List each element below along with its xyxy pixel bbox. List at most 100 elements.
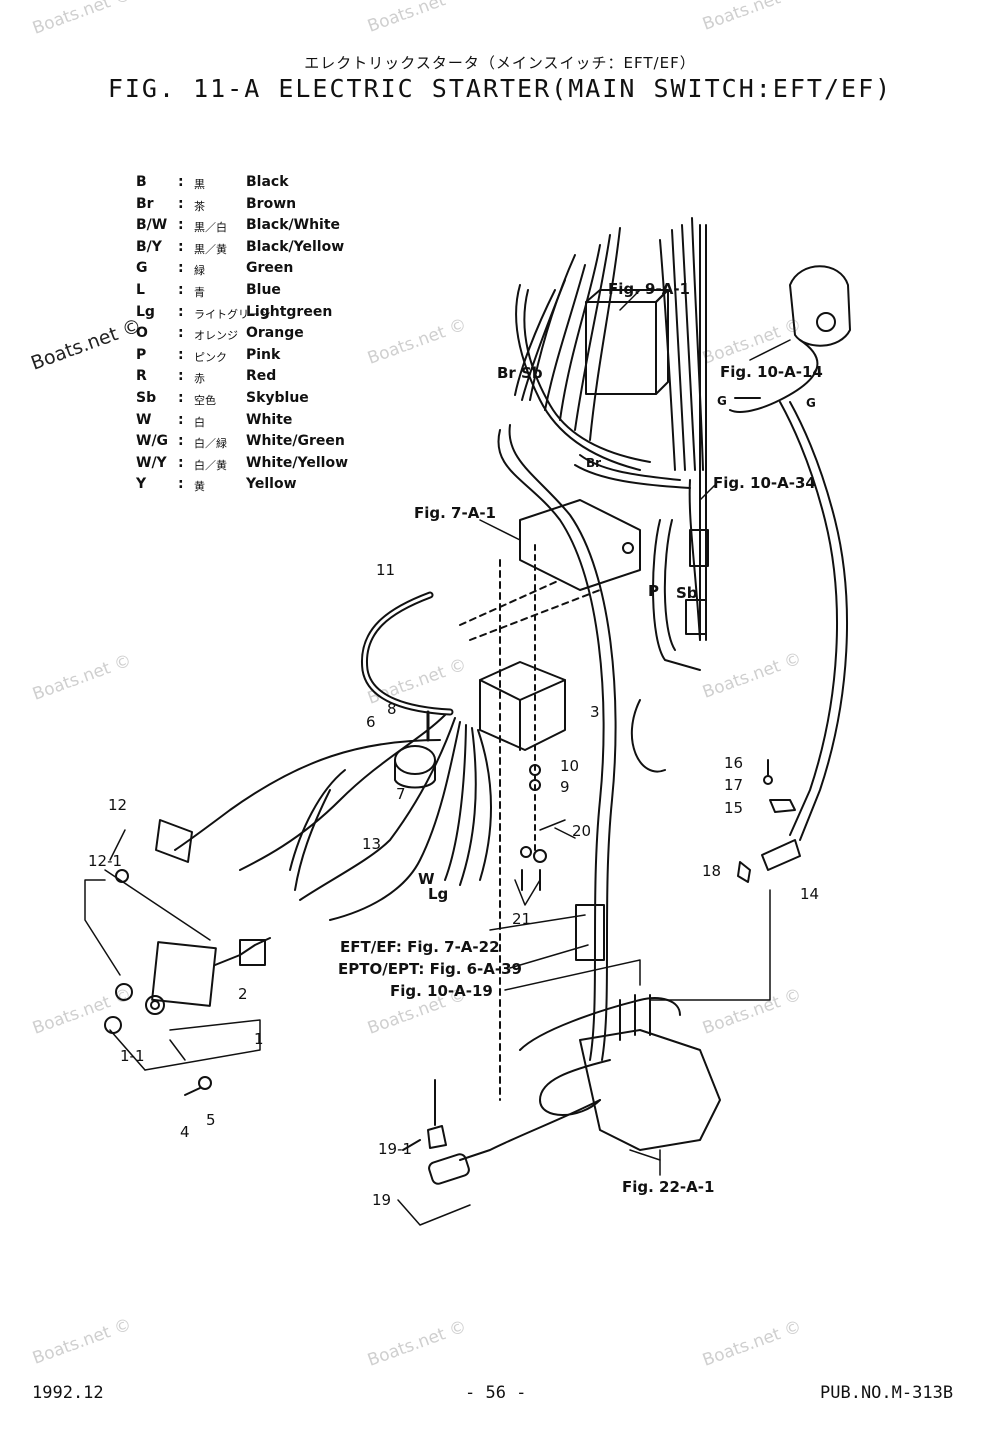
legend-color-name: Skyblue: [246, 389, 309, 406]
legend-code: O: [136, 325, 148, 342]
japanese-title: エレクトリックスタータ（メインスイッチ：EFT/EF）: [304, 54, 696, 72]
wire-label-sb: Sb: [676, 584, 698, 602]
legend-color-name: Lightgreen: [246, 303, 333, 320]
wire-label-w: W: [418, 870, 435, 888]
legend-code: G: [136, 260, 148, 277]
legend-color-name: Black/White: [246, 217, 341, 234]
legend-japanese: 空色: [194, 393, 216, 407]
ref-fig-10-a-14: Fig. 10-A-14: [720, 363, 823, 381]
legend-code: P: [136, 346, 147, 363]
part-number: 18: [702, 862, 722, 880]
legend-japanese: 白: [194, 415, 205, 429]
legend-color-name: Blue: [246, 281, 281, 298]
legend-code: L: [136, 281, 145, 298]
footer-date: 1992.12: [32, 1383, 104, 1403]
legend-color-name: White/Green: [246, 433, 345, 450]
legend-code: Sb: [136, 389, 157, 406]
legend-colon: :: [178, 346, 184, 363]
legend-colon: :: [178, 303, 184, 320]
part-number: 8: [387, 700, 397, 718]
part-number: 20: [572, 822, 592, 840]
legend-code: B/W: [136, 217, 168, 234]
legend-colon: :: [178, 433, 184, 450]
connector-14: [761, 839, 801, 871]
legend-color-name: Black/Yellow: [246, 238, 345, 255]
part-number: 15: [724, 799, 744, 817]
legend-japanese: オレンジ: [194, 329, 238, 343]
part-number: 19: [372, 1191, 392, 1209]
footer-page-number: - 56 -: [465, 1383, 527, 1403]
legend-code: W/G: [136, 433, 169, 450]
part-number: 6: [366, 713, 376, 731]
part-number: 10: [560, 757, 580, 775]
part-number: 16: [724, 754, 744, 772]
legend-colon: :: [178, 195, 184, 212]
part-number: 19-1: [378, 1140, 413, 1158]
legend-code: Br: [136, 195, 154, 212]
legend-color-name: White/Yellow: [246, 454, 349, 471]
ref-fig-10-a-34: Fig. 10-A-34: [713, 474, 816, 492]
wire-label-br: Br: [586, 456, 602, 470]
wire-label-g: G: [717, 394, 727, 408]
legend-colon: :: [178, 260, 184, 277]
legend-code: W/Y: [136, 454, 167, 471]
legend-japanese: 茶: [194, 199, 205, 213]
cdi-unit-box: [585, 301, 657, 395]
part-number: 12-1: [88, 852, 123, 870]
part-number: 1-1: [120, 1047, 145, 1065]
legend-colon: :: [178, 454, 184, 471]
legend-code: Y: [136, 476, 147, 493]
ref-eft-ef: EFT/EF: Fig. 7-A-22: [340, 938, 500, 956]
legend-japanese: 白／緑: [194, 437, 227, 451]
legend-code: R: [136, 368, 147, 385]
lower-cowling-fig-22-a-1: [579, 1029, 721, 1151]
legend-japanese: 赤: [194, 372, 205, 386]
legend-colon: :: [178, 411, 184, 428]
wire-label-g: G: [806, 396, 816, 410]
part-number: 12: [108, 796, 128, 814]
legend-code: Lg: [136, 303, 155, 320]
part-number: 21: [512, 910, 532, 928]
legend-japanese: 白／黄: [194, 458, 227, 472]
part-number: 13: [362, 835, 382, 853]
ref-fig-7-a-1: Fig. 7-A-1: [414, 504, 496, 522]
legend-color-name: Black: [246, 174, 289, 190]
connector-bracket: [575, 904, 605, 961]
part-number: 1: [254, 1030, 264, 1048]
upper-wire-harness: [514, 217, 707, 641]
main-switch-plate: [151, 941, 217, 1007]
bracket-fig-7-a-1: [519, 499, 641, 591]
legend-color-name: Green: [246, 260, 294, 277]
part-number: 7: [396, 785, 406, 803]
part-number: 11: [376, 561, 396, 579]
ref-fig-22-a-1: Fig. 22-A-1: [622, 1178, 715, 1196]
legend-color-name: Orange: [246, 325, 304, 342]
legend-color-name: Red: [246, 368, 277, 385]
legend-color-name: Brown: [246, 195, 297, 212]
legend-colon: :: [178, 281, 184, 298]
ref-fig-10-a-19: Fig. 10-A-19: [390, 982, 493, 1000]
legend-japanese: ライトグリーン: [194, 307, 271, 321]
legend-color-name: Yellow: [246, 476, 297, 493]
ref-epto-ept: EPTO/EPT: Fig. 6-A-39: [338, 960, 522, 978]
legend-japanese: 青: [194, 285, 205, 299]
wire-label-p: P: [648, 582, 659, 600]
legend-code: B: [136, 174, 147, 190]
part-number: 5: [206, 1111, 216, 1129]
legend-color-name: White: [246, 411, 293, 428]
part-number: 3: [590, 703, 600, 721]
rectifier-component: [789, 265, 851, 347]
starter-relay: [479, 661, 566, 751]
legend-colon: :: [178, 174, 184, 190]
legend-japanese: 黒／黄: [194, 242, 227, 256]
connector-19: [428, 1153, 470, 1185]
part-number: 14: [800, 885, 820, 903]
legend-colon: :: [178, 238, 184, 255]
legend-code: B/Y: [136, 238, 162, 255]
legend-japanese: ピンク: [194, 350, 227, 364]
legend-japanese: 黄: [194, 480, 205, 494]
legend-color-name: Pink: [246, 346, 281, 363]
part-number: 4: [180, 1123, 190, 1141]
legend-japanese: 黒／白: [194, 221, 227, 235]
